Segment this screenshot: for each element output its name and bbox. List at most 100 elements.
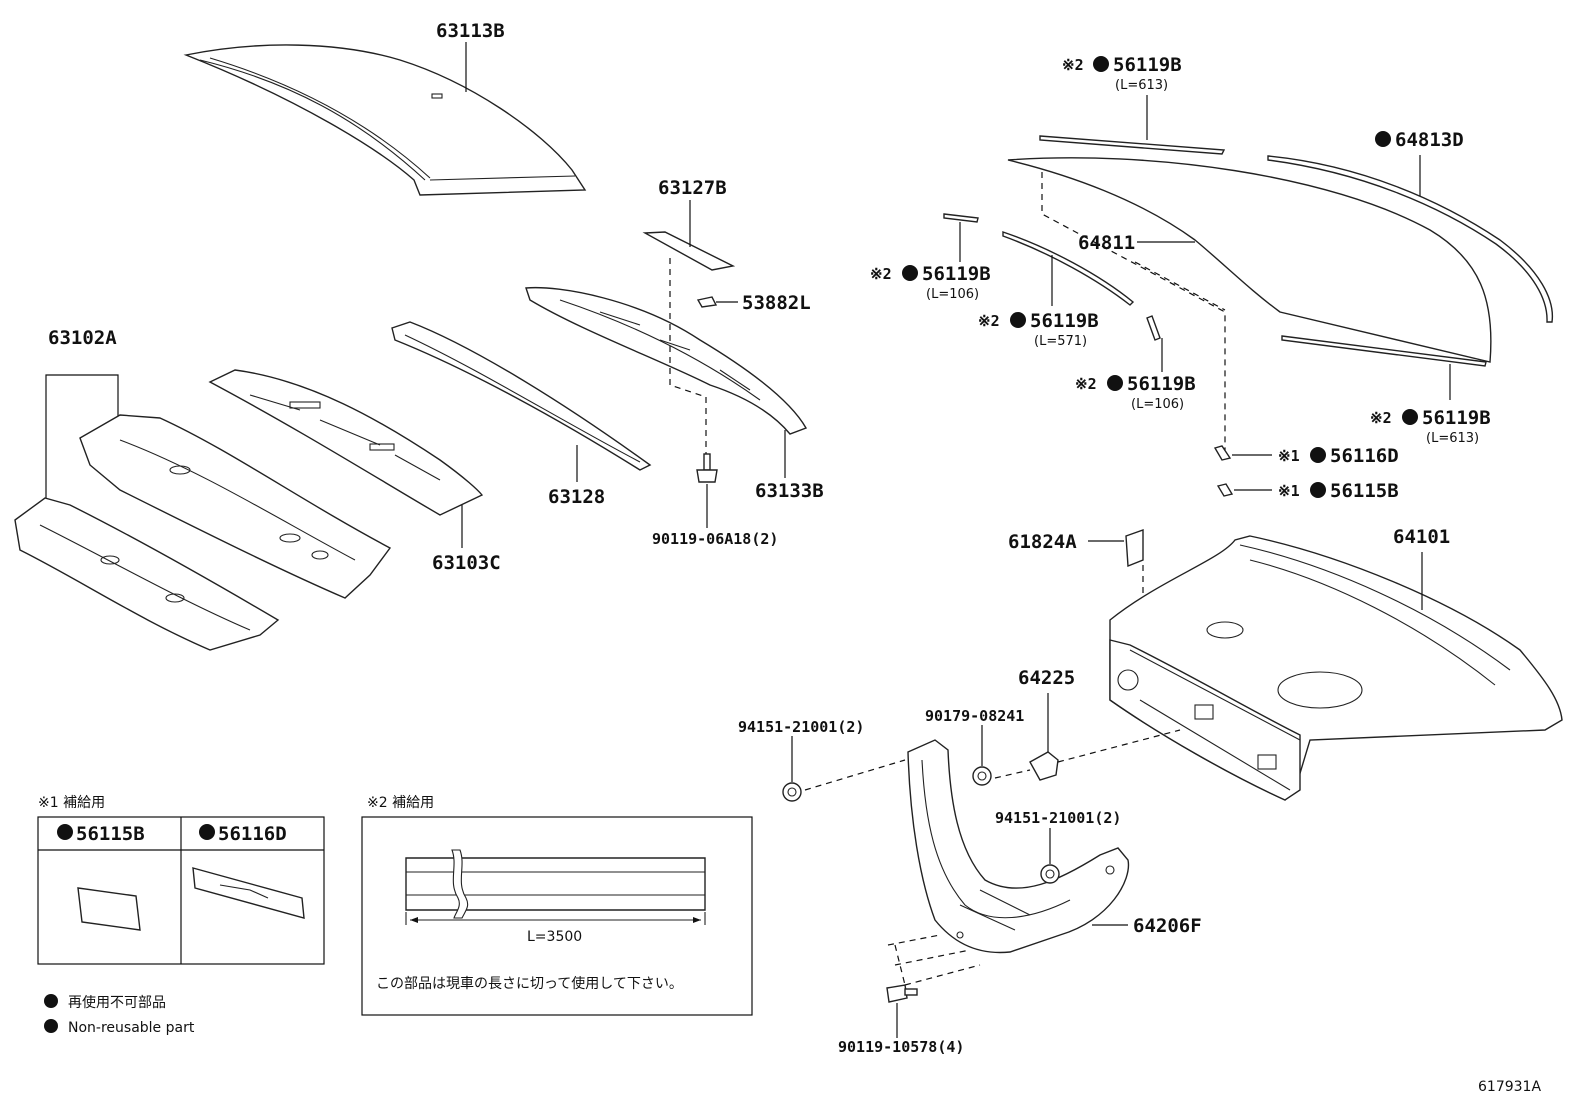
spacer-56116D [1213, 445, 1232, 461]
nut-90179-08241 [972, 766, 992, 786]
dashed-guide-glass-2 [1134, 261, 1226, 311]
nonreusable-dot [1375, 131, 1391, 147]
mark-56116D: ※1 [1278, 447, 1300, 465]
crossmember-63133B [525, 286, 808, 435]
label-56119B-c: 56119B [1127, 373, 1196, 395]
bolt-90119-06A18 [696, 453, 718, 483]
nonreusable-dot [1093, 56, 1109, 72]
box1-col2: 56116D [218, 823, 287, 845]
nonreusable-dot [1107, 375, 1123, 391]
box2-frame [361, 816, 753, 1016]
length-56119B-d: (L=613) [1426, 431, 1479, 446]
legend-dot [44, 1019, 58, 1033]
nonreusable-dot [1010, 312, 1026, 328]
plate-63127B [642, 231, 736, 271]
mark-56115B: ※1 [1278, 482, 1300, 500]
label-56115B: 56115B [1330, 480, 1399, 502]
label-63102A: 63102A [48, 327, 117, 349]
back-window-glass [1007, 157, 1492, 363]
diagram-id: 617931A [1478, 1079, 1541, 1095]
moulding-d [1281, 335, 1487, 367]
box2-instruction: この部品は現車の長さに切って使用して下さい。 [376, 975, 683, 992]
dashed-guide-glass [1041, 172, 1226, 450]
label-64811: 64811 [1078, 232, 1135, 254]
label-56119B-a: 56119B [922, 263, 991, 285]
rail-63128 [391, 321, 652, 471]
spacer-56116D-detail [192, 867, 305, 919]
label-53882L: 53882L [742, 292, 811, 314]
label-63127B: 63127B [658, 177, 727, 199]
label-64813D: 64813D [1395, 129, 1464, 151]
nonreusable-dot [199, 824, 215, 840]
nut-94151-21001-b [1040, 864, 1060, 884]
moulding-64813D [1267, 155, 1554, 323]
moulding-b [1002, 231, 1135, 306]
length-56119B-a: (L=106) [926, 287, 979, 302]
brace-64206F [907, 739, 1130, 954]
dashed-guide-94151-a [804, 759, 906, 791]
label-61824A: 61824A [1008, 531, 1077, 553]
bracket-64225 [1029, 751, 1059, 781]
label-90119-10578: 90119-10578(4) [838, 1038, 964, 1056]
clip-53882L [696, 296, 718, 308]
dashed-guide-nut [994, 769, 1031, 779]
label-63133B: 63133B [755, 480, 824, 502]
leader-63102A [45, 374, 119, 500]
label-64206F: 64206F [1133, 915, 1202, 937]
mark-56119B-a: ※2 [870, 265, 892, 283]
dashed-guide-bolts [887, 934, 981, 986]
label-64225: 64225 [1018, 667, 1075, 689]
spacer-56115B-detail [77, 887, 141, 931]
panel-63103C [208, 369, 484, 516]
moulding-strip-detail [405, 849, 706, 919]
label-90119-06A18: 90119-06A18(2) [652, 530, 778, 548]
label-90179-08241: 90179-08241 [925, 707, 1024, 725]
nonreusable-dot [902, 265, 918, 281]
box1-title: ※1 補給用 [38, 795, 105, 811]
length-dimension [405, 912, 706, 925]
label-63128: 63128 [548, 486, 605, 508]
label-56119B-b: 56119B [1030, 310, 1099, 332]
box2-length: L=3500 [527, 929, 582, 945]
label-94151-21001-b: 94151-21001(2) [995, 809, 1121, 827]
box1-col1: 56115B [76, 823, 145, 845]
dashed-guide-bolt [669, 258, 707, 455]
box1-table [37, 816, 325, 965]
nonreusable-dot [1310, 447, 1326, 463]
mark-56119B-c: ※2 [1075, 375, 1097, 393]
panel-63102A-lower [14, 497, 280, 651]
label-56119B-top: 56119B [1113, 54, 1182, 76]
box2-title: ※2 補給用 [367, 795, 434, 811]
roof-panel [183, 44, 587, 196]
label-94151-21001-a: 94151-21001(2) [738, 718, 864, 736]
length-56119B-b: (L=571) [1034, 334, 1087, 349]
nonreusable-dot [1310, 482, 1326, 498]
moulding-c [1146, 315, 1161, 341]
label-56116D: 56116D [1330, 445, 1399, 467]
moulding-top [1039, 135, 1226, 155]
spacer-56115B [1216, 483, 1234, 497]
label-56119B-d: 56119B [1422, 407, 1491, 429]
mark-56119B-b: ※2 [978, 312, 1000, 330]
legend-jp: 再使用不可部品 [68, 994, 166, 1011]
mark-56119B-d: ※2 [1370, 409, 1392, 427]
length-56119B-c: (L=106) [1131, 397, 1184, 412]
legend-dot [44, 994, 58, 1008]
mark-56119B-top: ※2 [1062, 56, 1084, 74]
panel-63102A-upper [79, 414, 392, 599]
back-panel-64101 [1109, 535, 1563, 801]
label-63113B: 63113B [436, 20, 505, 42]
insulator-61824A [1125, 529, 1144, 568]
label-63103C: 63103C [432, 552, 501, 574]
nonreusable-dot [1402, 409, 1418, 425]
spacer-56116D-detail-mark [219, 884, 269, 899]
label-64101: 64101 [1393, 526, 1450, 548]
legend-en: Non-reusable part [68, 1020, 195, 1036]
length-56119B-top: (L=613) [1115, 78, 1168, 93]
moulding-a [943, 213, 979, 223]
nut-94151-21001-a [782, 782, 802, 802]
dashed-guide-64225 [1057, 729, 1181, 763]
nonreusable-dot [57, 824, 73, 840]
